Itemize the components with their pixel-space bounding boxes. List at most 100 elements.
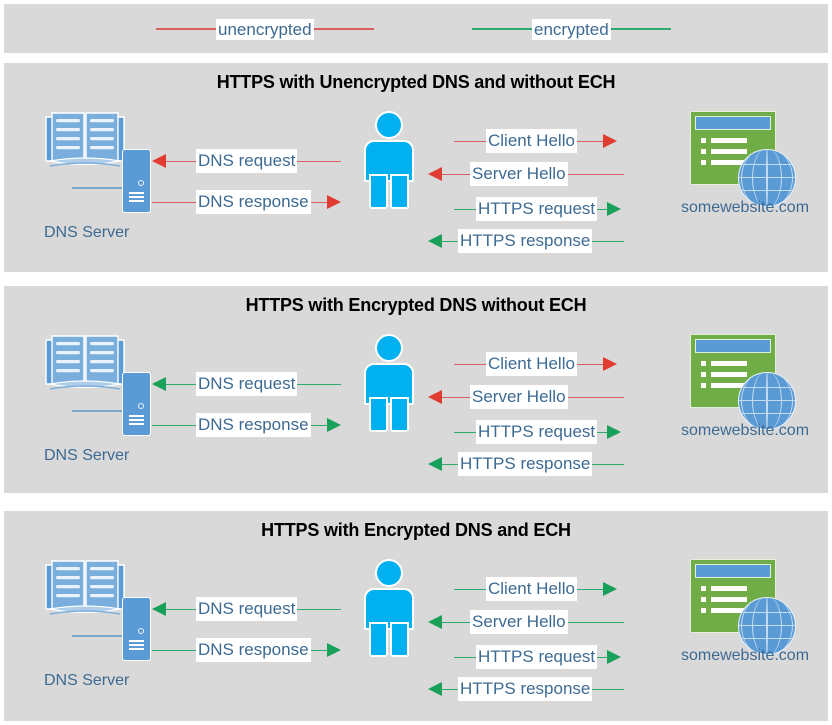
- legend-line-encrypted-right: [610, 28, 671, 30]
- flow-client-hello-1: Client Hello: [454, 129, 617, 153]
- server-status-dot: [138, 403, 144, 409]
- flow-label: Client Hello: [486, 129, 577, 153]
- flow-client-hello-2: Client Hello: [454, 352, 617, 376]
- flow-label: Client Hello: [486, 352, 577, 376]
- panel-title-1: HTTPS with Unencrypted DNS and without E…: [216, 72, 616, 92]
- flow-https-response-3: HTTPS response: [428, 677, 625, 701]
- flow-dns-response-3: DNS response: [152, 638, 341, 662]
- flow-label: DNS request: [196, 149, 298, 173]
- arrow-left-icon: [428, 234, 442, 248]
- user-head: [375, 559, 403, 587]
- flow-dns-request-2: DNS request: [152, 372, 342, 396]
- server-cable: [72, 410, 124, 412]
- book-icon: [45, 335, 125, 390]
- arrow-right-icon: [607, 202, 622, 216]
- flow-dns-request-1: DNS request: [152, 149, 342, 173]
- dns-server-group-2: DNS Server: [30, 334, 170, 479]
- website-group-3: somewebsite.com: [681, 559, 809, 664]
- server-cable: [72, 635, 124, 637]
- arrow-right-icon: [602, 134, 617, 148]
- browser-window-icon: [690, 111, 776, 185]
- server-tower-icon: [122, 372, 151, 436]
- legend-item-encrypted: encrypted: [472, 18, 671, 40]
- arrow-right-icon: [326, 643, 341, 657]
- website-group-1: somewebsite.com: [681, 111, 809, 216]
- flow-label: HTTPS response: [458, 452, 593, 476]
- arrow-right-icon: [607, 650, 622, 664]
- flow-label: HTTPS request: [476, 420, 598, 444]
- book-icon: [45, 112, 125, 167]
- browser-content-rows: [701, 586, 747, 619]
- globe-icon: [738, 149, 796, 207]
- user-leg-right: [390, 622, 409, 657]
- flow-server-hello-3: Server Hello: [428, 610, 624, 634]
- legend-label-encrypted: encrypted: [532, 18, 611, 40]
- arrow-left-icon: [152, 154, 166, 168]
- legend-label-unencrypted: unencrypted: [216, 18, 314, 40]
- flow-server-hello-2: Server Hello: [428, 385, 624, 409]
- flow-label: DNS response: [196, 413, 311, 437]
- server-status-dot: [138, 628, 144, 634]
- website-label: somewebsite.com: [680, 422, 810, 439]
- flow-https-response-2: HTTPS response: [428, 452, 625, 476]
- arrow-left-icon: [428, 167, 442, 181]
- flow-label: HTTPS request: [476, 645, 598, 669]
- website-label: somewebsite.com: [680, 199, 810, 216]
- browser-content-rows: [701, 138, 747, 171]
- user-leg-right: [390, 174, 409, 209]
- dns-server-label: DNS Server: [44, 224, 130, 241]
- server-vents: [129, 640, 144, 651]
- browser-title-bar: [695, 116, 771, 130]
- user-leg-right: [390, 397, 409, 432]
- server-tower-icon: [122, 597, 151, 661]
- flow-label: Server Hello: [470, 162, 568, 186]
- server-status-dot: [138, 180, 144, 186]
- arrow-left-icon: [152, 377, 166, 391]
- user-head: [375, 334, 403, 362]
- user-icon-2: [360, 334, 418, 432]
- user-leg-left: [369, 174, 388, 209]
- flow-client-hello-3: Client Hello: [454, 577, 617, 601]
- arrow-right-icon: [607, 425, 622, 439]
- legend-line-unencrypted-right: [313, 28, 374, 30]
- arrow-right-icon: [602, 582, 617, 596]
- flow-https-request-1: HTTPS request: [454, 197, 622, 221]
- arrow-right-icon: [602, 357, 617, 371]
- server-vents: [129, 192, 144, 203]
- panel-title-3: HTTPS with Encrypted DNS and ECH: [261, 520, 571, 540]
- user-icon-3: [360, 559, 418, 657]
- dns-server-label: DNS Server: [44, 672, 130, 689]
- arrow-left-icon: [428, 390, 442, 404]
- flow-dns-request-3: DNS request: [152, 597, 342, 621]
- legend-panel: unencrypted encrypted: [4, 4, 828, 53]
- scenario-panel-1: HTTPS with Unencrypted DNS and without E…: [4, 63, 828, 272]
- flow-label: HTTPS response: [458, 677, 593, 701]
- arrow-left-icon: [428, 682, 442, 696]
- flow-https-request-2: HTTPS request: [454, 420, 622, 444]
- user-head: [375, 111, 403, 139]
- flow-label: DNS request: [196, 597, 298, 621]
- flow-label: DNS request: [196, 372, 298, 396]
- scenario-panel-3: HTTPS with Encrypted DNS and ECH: [4, 511, 828, 721]
- arrow-left-icon: [152, 602, 166, 616]
- flow-label: DNS response: [196, 190, 311, 214]
- panel-title-2: HTTPS with Encrypted DNS without ECH: [245, 295, 587, 315]
- server-cable: [72, 187, 124, 189]
- browser-title-bar: [695, 339, 771, 353]
- flow-https-response-1: HTTPS response: [428, 229, 625, 253]
- browser-content-rows: [701, 361, 747, 394]
- user-leg-left: [369, 397, 388, 432]
- website-group-2: somewebsite.com: [681, 334, 809, 439]
- flow-https-request-3: HTTPS request: [454, 645, 622, 669]
- flow-server-hello-1: Server Hello: [428, 162, 624, 186]
- flow-label: Client Hello: [486, 577, 577, 601]
- flow-dns-response-1: DNS response: [152, 190, 341, 214]
- server-vents: [129, 415, 144, 426]
- dns-server-group-3: DNS Server: [30, 559, 170, 704]
- user-icon-1: [360, 111, 418, 209]
- dns-server-group-1: DNS Server: [30, 111, 170, 256]
- flow-dns-response-2: DNS response: [152, 413, 341, 437]
- globe-icon: [738, 372, 796, 430]
- browser-title-bar: [695, 564, 771, 578]
